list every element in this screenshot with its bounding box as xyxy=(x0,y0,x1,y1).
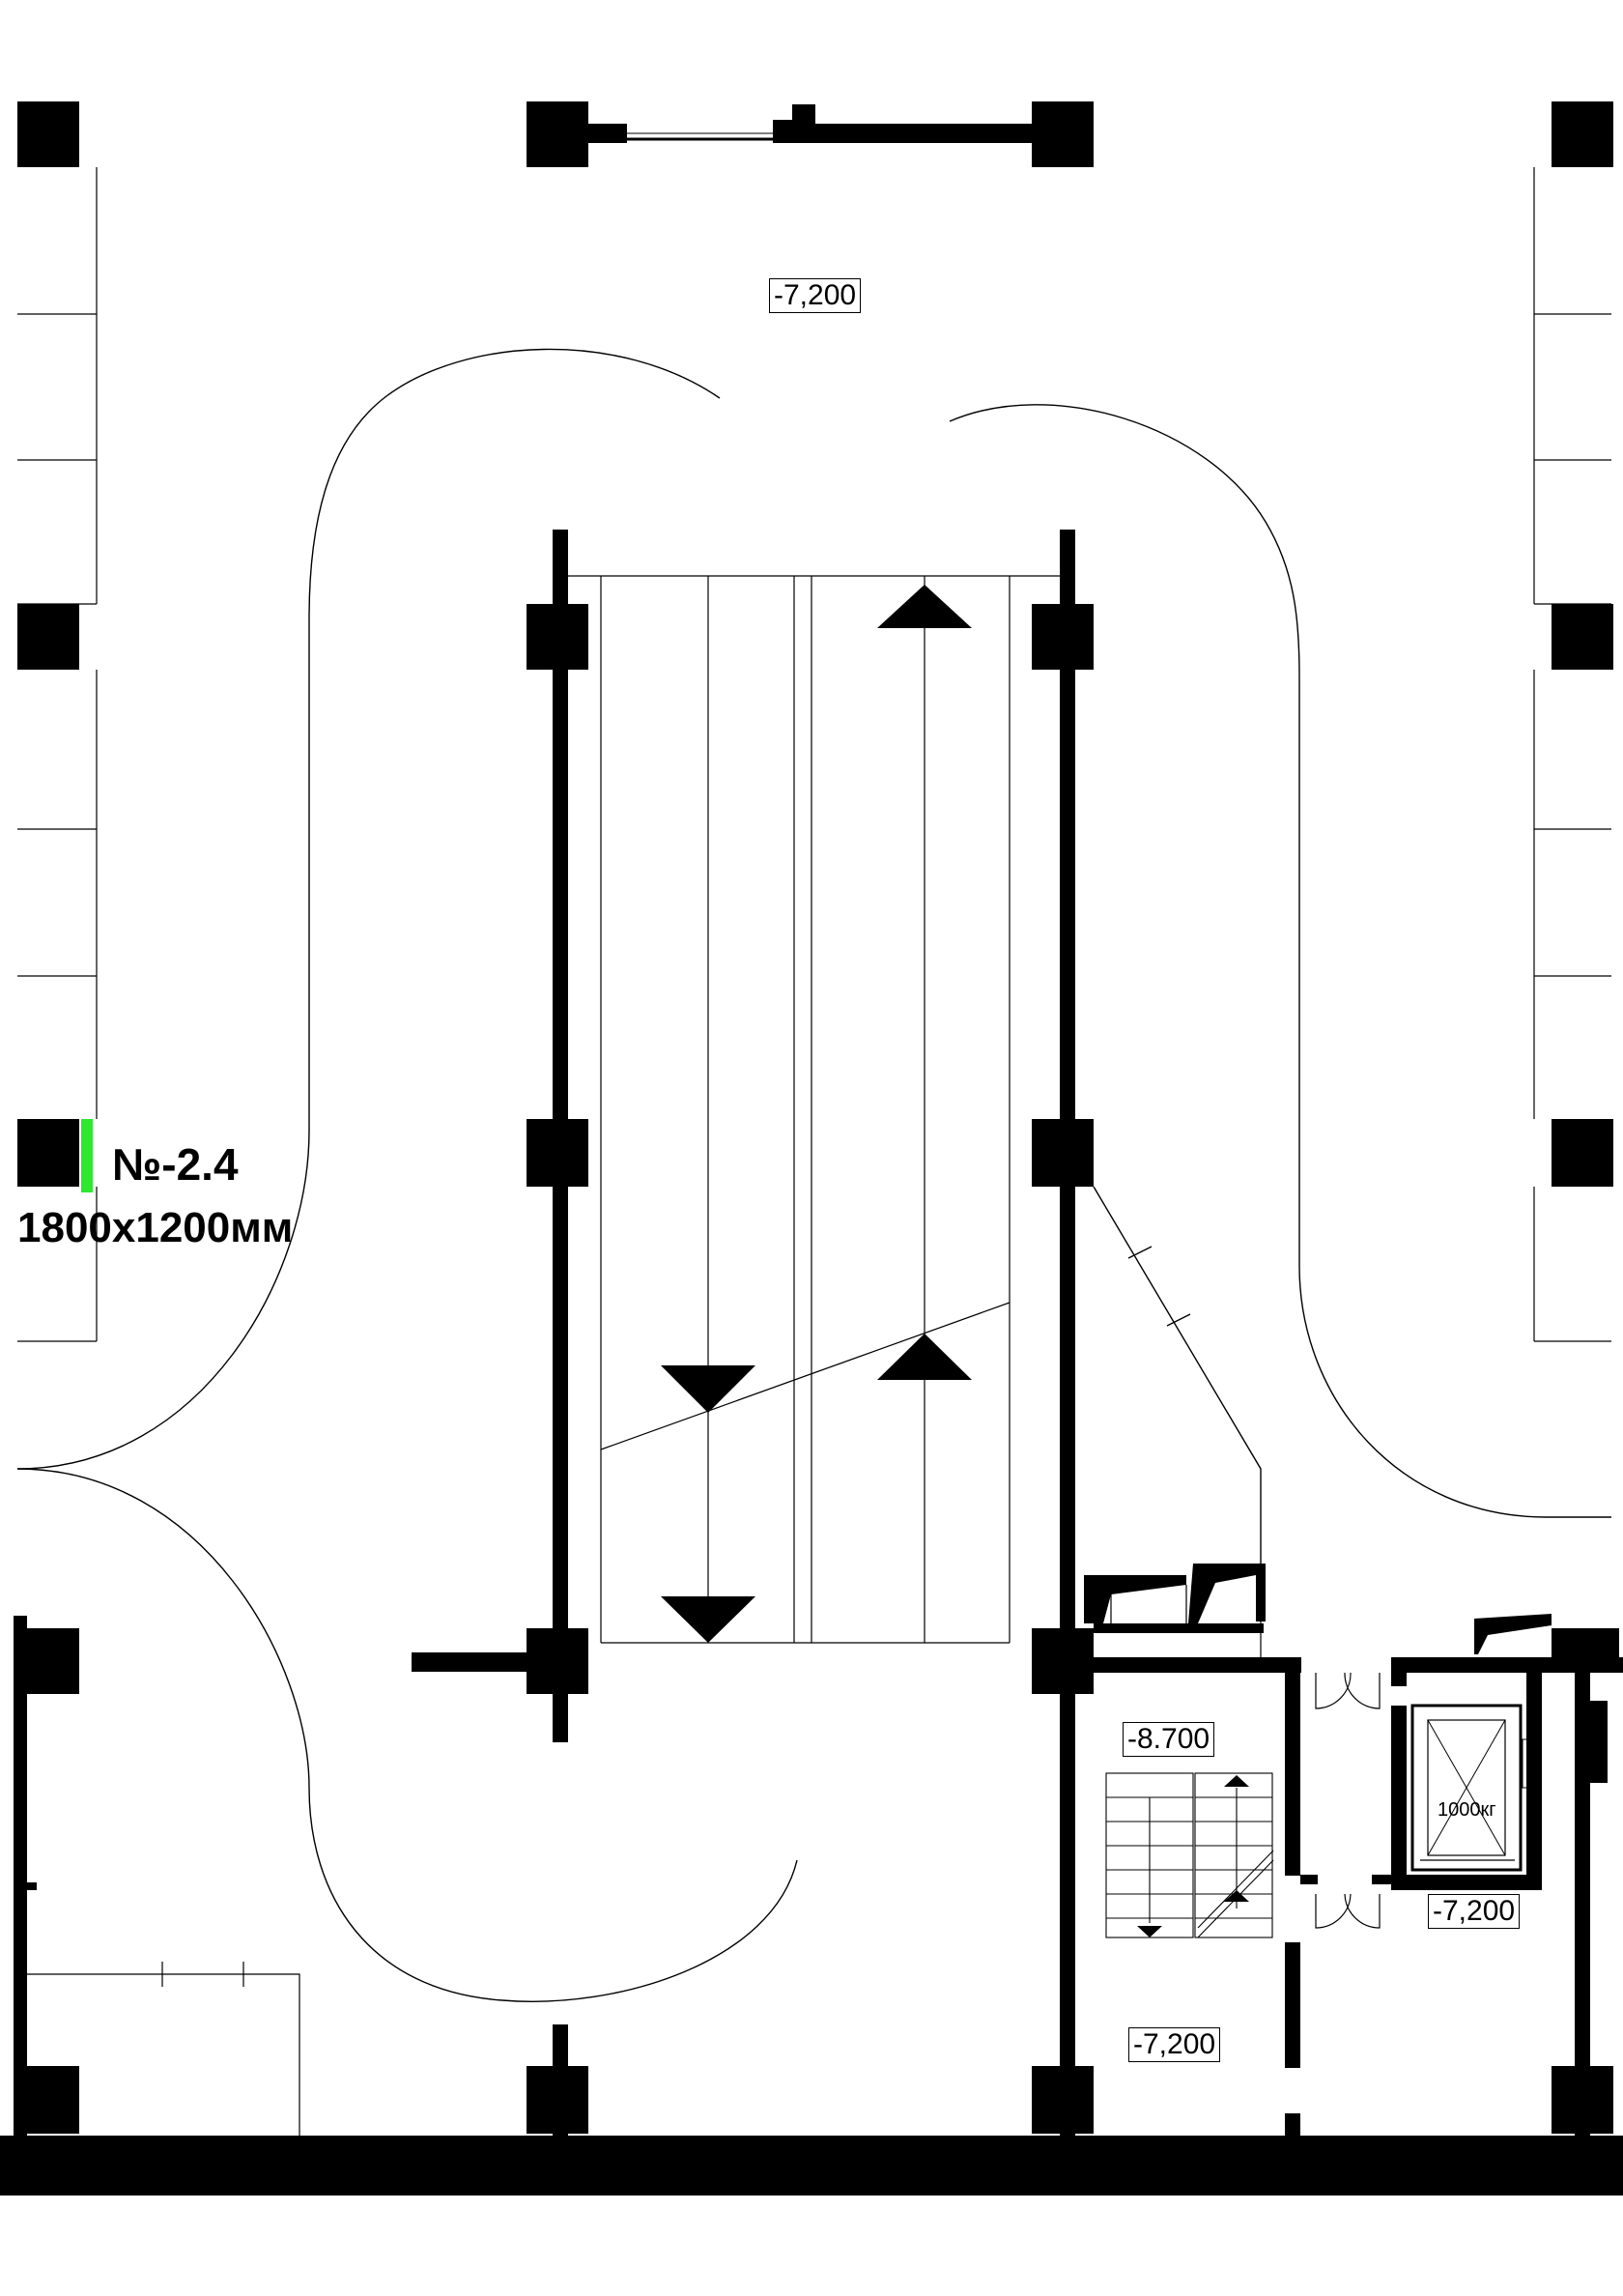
bottom-left-room xyxy=(27,1962,300,2136)
column xyxy=(527,101,588,167)
doors xyxy=(1315,1672,1381,1929)
ramp-lines xyxy=(568,575,1060,1644)
level-stair: -8.700 xyxy=(1123,1722,1215,1757)
arrow-down-icon xyxy=(661,1596,755,1643)
ramp-walls xyxy=(412,530,1075,2158)
parking-stalls xyxy=(17,167,1611,1342)
column xyxy=(17,1628,79,1694)
column xyxy=(17,1119,79,1187)
arrow-up-icon xyxy=(877,1334,972,1380)
stair-arrows xyxy=(1137,1775,1249,1937)
column xyxy=(17,101,79,167)
arrow-up-icon xyxy=(1224,1775,1249,1787)
column xyxy=(527,2066,588,2134)
stair-flights xyxy=(1105,1772,1274,1938)
ramp-edge xyxy=(1093,1186,1262,1565)
arrow-up-icon xyxy=(1224,1890,1249,1902)
level-lobby: -7,200 xyxy=(1128,2027,1221,2062)
lift-car xyxy=(1410,1704,1529,1872)
structural-columns xyxy=(17,101,1613,2134)
top-wall xyxy=(588,104,1032,143)
parking-spot-size: 1800x1200мм xyxy=(17,1204,294,1251)
core-thin-lines xyxy=(1185,1565,1262,1657)
parking-spot-number: №-2.4 xyxy=(112,1139,239,1190)
column xyxy=(1552,1119,1613,1187)
column xyxy=(17,604,79,670)
column xyxy=(1552,604,1613,670)
level-lift-hall: -7,200 xyxy=(1428,1894,1521,1929)
arrow-down-icon xyxy=(661,1365,755,1413)
arrow-up-icon xyxy=(877,585,972,628)
column xyxy=(17,2066,79,2134)
turning-curves xyxy=(16,348,1611,2002)
parking-spot-highlight xyxy=(81,1119,93,1192)
column xyxy=(1552,101,1613,167)
bottom-left-walls xyxy=(0,1616,1623,2196)
column xyxy=(1032,101,1094,167)
arrow-down-icon xyxy=(1137,1926,1162,1937)
lift-capacity: 1000кг xyxy=(1438,1799,1496,1821)
traffic-arrows xyxy=(661,585,972,1643)
level-top: -7,200 xyxy=(769,278,862,313)
stair-core-walls xyxy=(1060,1657,1623,2138)
